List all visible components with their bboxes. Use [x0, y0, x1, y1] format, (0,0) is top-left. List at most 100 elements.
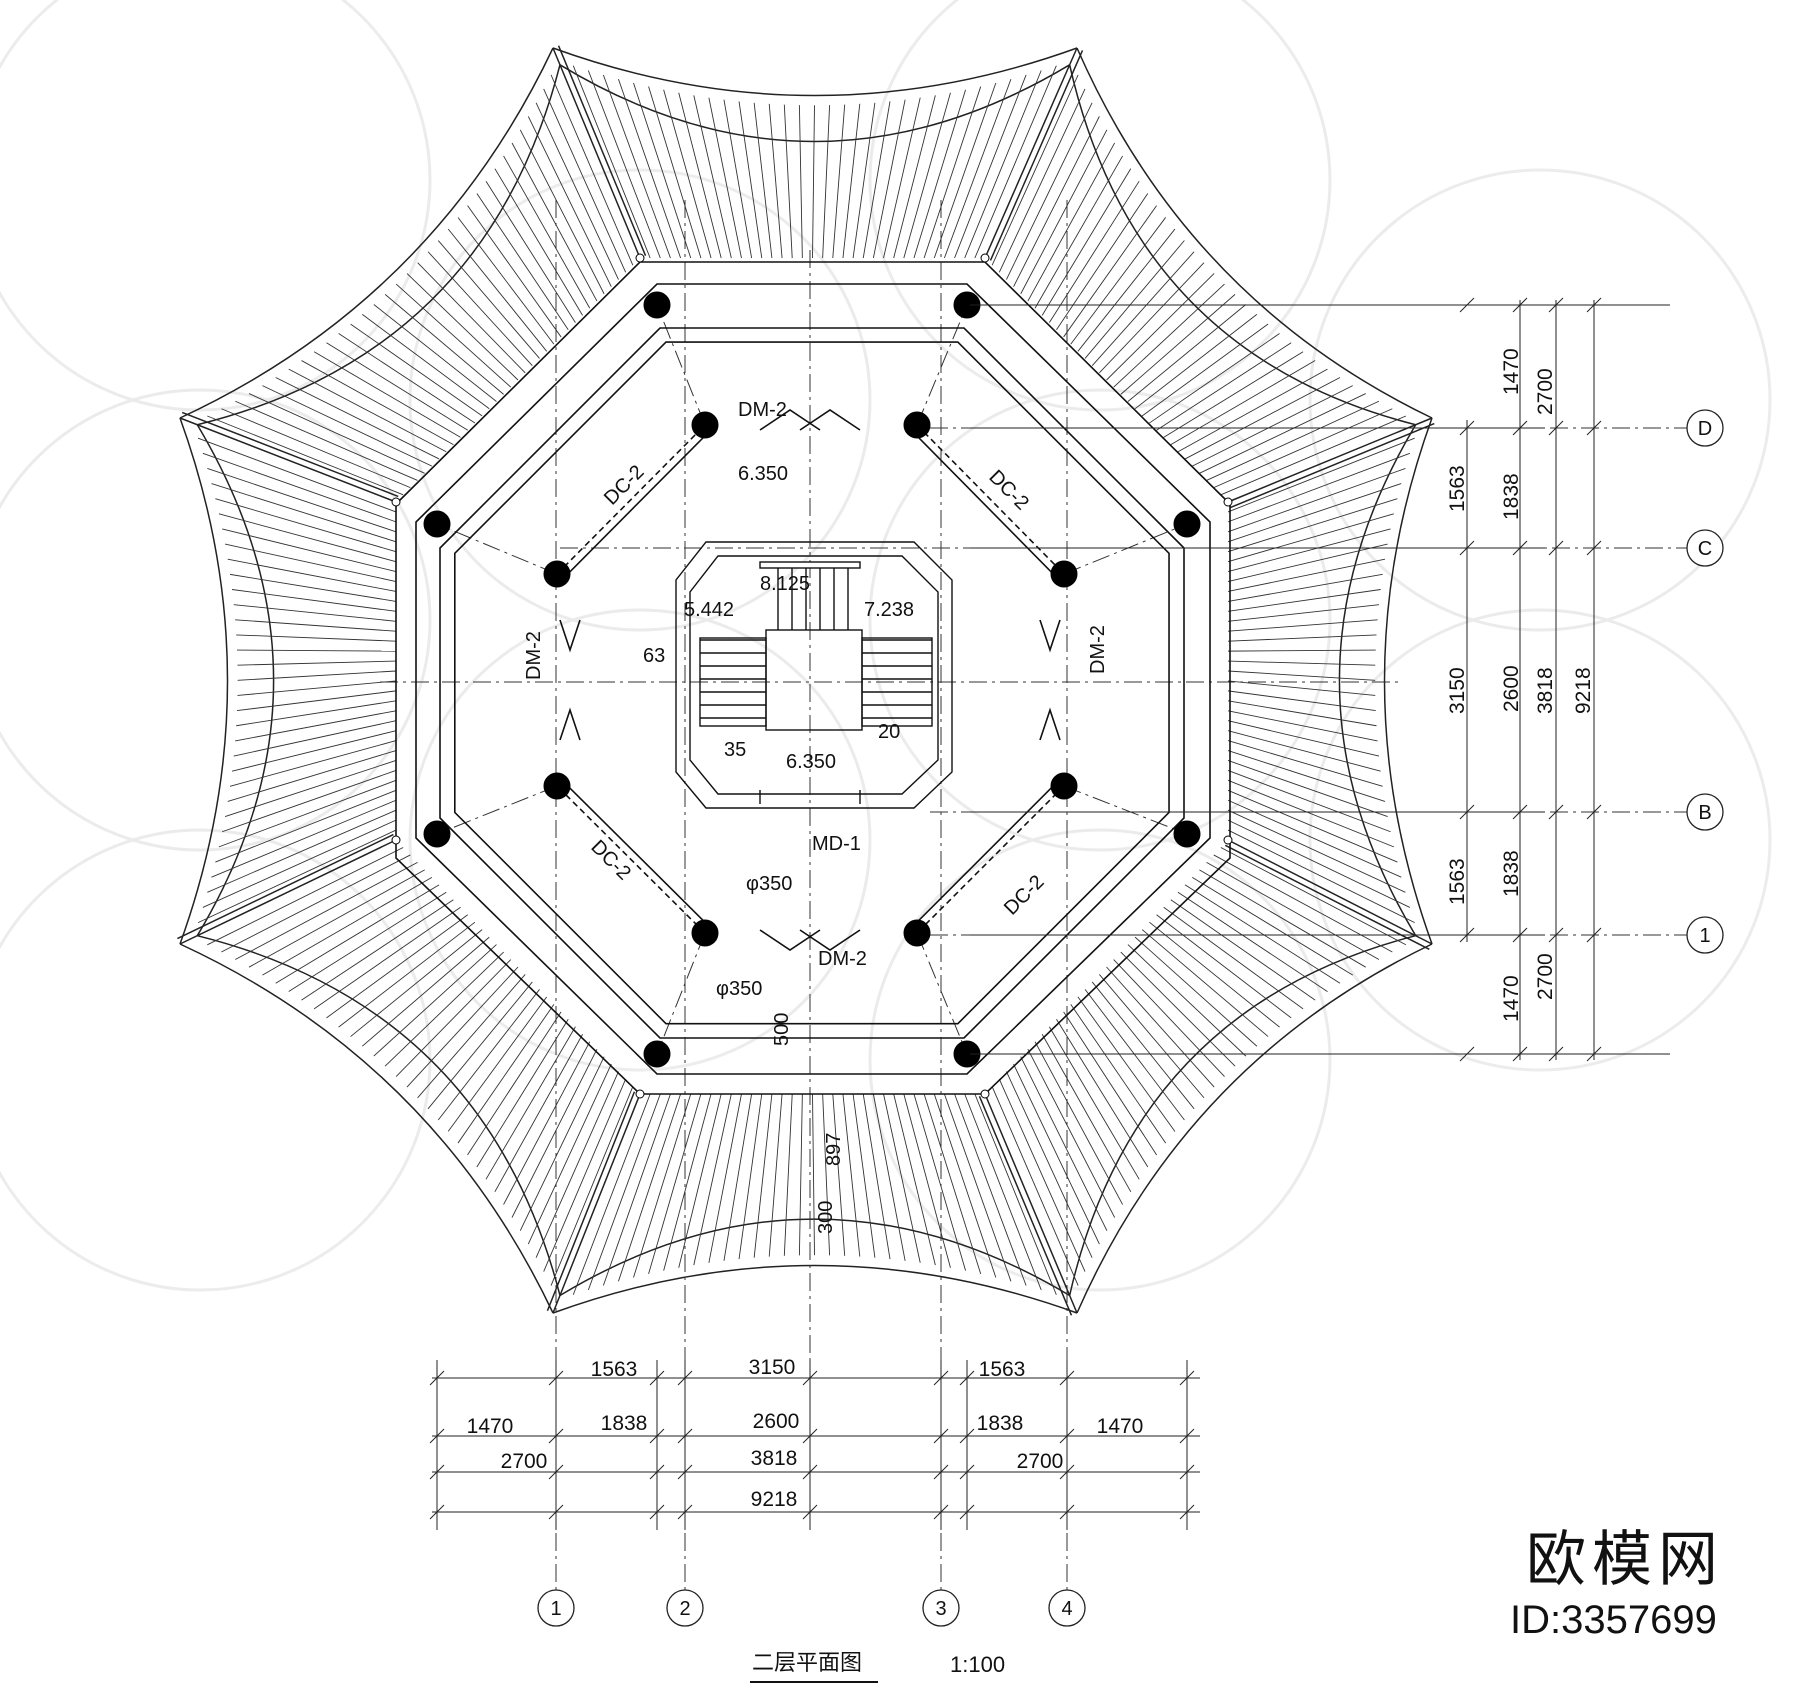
dim-tick	[1512, 297, 1528, 313]
dim-tick	[548, 1504, 564, 1520]
window-label-dc2-br: DC-2	[1000, 871, 1049, 920]
roof-hatch-line	[842, 103, 861, 259]
roof-hatch-line	[883, 1093, 921, 1263]
roof-hatch-line	[768, 103, 783, 259]
roof-hatch-line	[1227, 769, 1391, 833]
dim-tick	[1059, 1428, 1075, 1444]
roof-hatch-line	[832, 104, 846, 259]
roof-hatch-line	[233, 604, 397, 622]
roof-hatch-line	[812, 105, 815, 259]
dim-bottom-r3-1: 3818	[751, 1447, 798, 1470]
watermark-brand: 欧模网	[1526, 1526, 1724, 1593]
elevation-6350-top: 6.350	[738, 463, 788, 485]
roof-hatch-line	[326, 342, 469, 431]
roof-hatch-line	[633, 82, 692, 259]
roof-hatch-line	[1041, 1034, 1132, 1193]
dim-tick	[1179, 1428, 1195, 1444]
roof-hatch-line	[1213, 854, 1393, 953]
roof-hatch-line	[1127, 304, 1247, 402]
roof-hip-line	[1227, 839, 1433, 945]
door-swing	[559, 707, 581, 741]
column-outer	[423, 510, 451, 538]
door-label-dm2-bottom: DM-2	[818, 948, 867, 970]
roof-hatch-line	[1099, 974, 1205, 1099]
roof-hatch-line	[1177, 368, 1328, 453]
roof-hatch-line	[587, 1093, 661, 1291]
dim-tick	[1512, 540, 1528, 556]
roof-eave-curve	[552, 47, 1078, 97]
stair-core	[675, 541, 953, 809]
roof-hatch-line	[1227, 690, 1376, 712]
roof-hatch-line	[275, 884, 440, 984]
dim-bottom-r2-4: 1470	[1097, 1415, 1144, 1438]
dim-tick	[1059, 1370, 1075, 1386]
axis-radial	[916, 304, 968, 426]
roof-hip-line	[181, 411, 399, 498]
roof-hatch-line	[202, 819, 397, 908]
roof-hatch-line	[227, 558, 397, 592]
dim-tick	[1459, 927, 1475, 943]
roof-hatch-line	[543, 1078, 627, 1272]
roof-eave-curve	[552, 1264, 1078, 1314]
dim-tick	[1548, 804, 1564, 820]
column-outer	[423, 820, 451, 848]
watermark-arc	[408, 168, 872, 632]
dim-bottom-r2-1: 1838	[601, 1412, 648, 1435]
roof-hatch-line	[1141, 929, 1269, 1037]
roof-hatch-line	[693, 95, 732, 259]
roof-hatch-line	[519, 1056, 605, 1231]
roof-hatch-line	[221, 408, 411, 489]
roof-hip-line	[546, 1091, 636, 1312]
roof-hatch-line	[678, 92, 722, 259]
dim-tick	[1548, 540, 1564, 556]
axis-radial	[1063, 523, 1188, 575]
grid-bubble-hC	[1686, 529, 1724, 567]
roof-hatch-line	[1048, 180, 1140, 323]
roof-hatch-line	[1170, 360, 1316, 445]
door-label-dm2-right: DM-2	[1087, 625, 1109, 674]
roof-hatch-line	[1227, 573, 1383, 602]
roof-hatch-line	[1006, 102, 1093, 280]
roof-hatch-line	[1227, 809, 1406, 893]
roof-hatch-line	[872, 1093, 906, 1261]
grid-label-hB: B	[1698, 802, 1711, 824]
roof-hatch-line	[1099, 262, 1205, 374]
roof-hatch-line	[618, 78, 682, 259]
roof-hatch-line	[1199, 869, 1366, 968]
column-inner	[543, 560, 571, 588]
column-inner	[543, 772, 571, 800]
dim-300: 300	[815, 1201, 837, 1234]
dim-tick	[677, 1464, 693, 1480]
roof-hatch-line	[237, 680, 397, 696]
roof-hatch-line	[1227, 670, 1376, 681]
roof-hatch-line	[467, 1011, 562, 1156]
dim-tick	[959, 1428, 975, 1444]
roof-hatch-line	[708, 1093, 742, 1263]
grid-bubble-v3	[922, 1589, 960, 1627]
dim-tick	[959, 1464, 975, 1480]
roof-hatch-line	[1227, 819, 1411, 908]
roof-hatch-line	[1227, 543, 1388, 582]
roof-eave-inner	[197, 934, 561, 1296]
roof-hatch-line	[1056, 193, 1149, 331]
door-label-md1: MD-1	[812, 833, 861, 855]
columns	[391, 253, 1233, 1099]
roof-hatch-line	[964, 70, 1042, 259]
dim-63: 63	[643, 645, 665, 667]
door-label-dm2-top: DM-2	[738, 399, 787, 421]
roof-hatch-line	[535, 102, 619, 280]
roof-eave-curve	[1383, 417, 1433, 945]
roof-hatch-line	[1227, 452, 1411, 523]
roof-hatch-line	[1091, 251, 1195, 366]
roof-hatch-line	[812, 1093, 815, 1256]
roof-hatch-line	[1020, 129, 1108, 295]
roof-hatch-line	[373, 944, 497, 1057]
watermark-logo: 欧模网 ID:3357699	[1510, 1525, 1740, 1645]
dim-tick	[677, 1370, 693, 1386]
roof-hatch-line	[893, 95, 936, 259]
roof-hatch-line	[1227, 760, 1388, 818]
roof-hatch-line	[852, 1093, 876, 1258]
dim-tick	[1459, 804, 1475, 820]
dim-tick	[933, 1428, 949, 1444]
watermark-arc	[868, 0, 1332, 412]
